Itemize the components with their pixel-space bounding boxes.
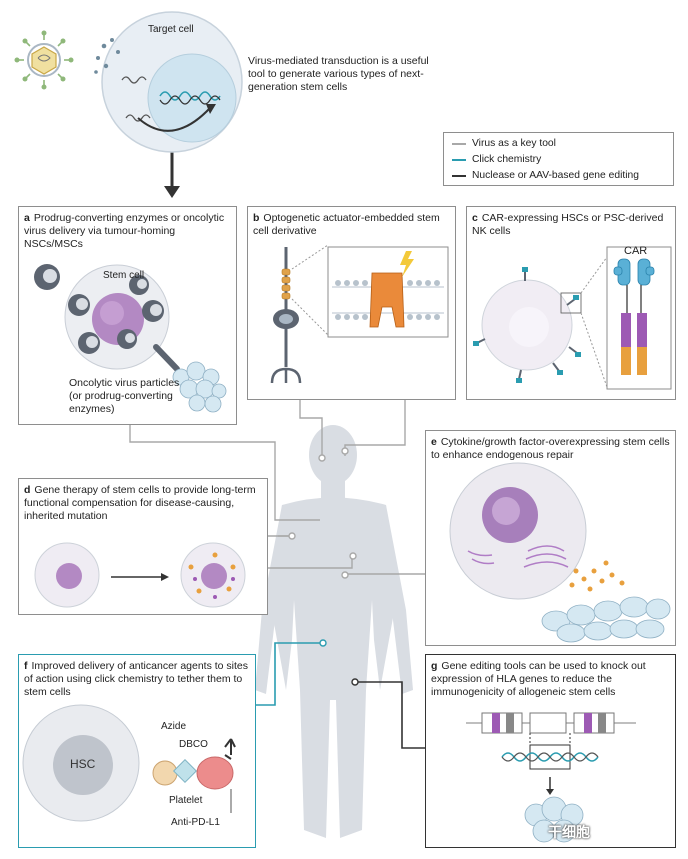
panel-d-illustration <box>34 542 246 608</box>
legend-item-virus: Virus as a key tool <box>452 138 556 149</box>
virus-icon <box>14 30 74 90</box>
target-cell-icon <box>94 11 243 153</box>
platelet-label: Platelet <box>169 795 203 806</box>
legend-item-editing: Nuclease or AAV-based gene editing <box>452 170 639 181</box>
top-caption: Virus-mediated transduction is a useful … <box>248 55 429 93</box>
antibody-label: Anti-PD-L1 <box>171 817 220 828</box>
panel-e-illustration <box>449 462 671 643</box>
panel-c-illustration <box>473 246 672 390</box>
stem-cell-label: Stem cell <box>103 270 145 281</box>
car-label: CAR <box>624 245 648 257</box>
target-cell-label: Target cell <box>148 24 194 35</box>
dbco-label: DBCO <box>179 739 208 750</box>
human-body-silhouette <box>255 425 413 838</box>
legend: Virus as a key tool Click chemistry Nucl… <box>443 132 674 186</box>
azide-label: Azide <box>161 721 187 732</box>
watermark-text: 干细胞 <box>548 824 590 840</box>
panel-g-illustration <box>466 712 636 843</box>
panel-b-illustration <box>270 244 449 384</box>
panel-a-illustration <box>34 264 227 413</box>
oncolytic-label: Oncolytic virus particles (or prodrug-co… <box>69 377 180 415</box>
panel-f-illustration <box>22 704 236 822</box>
legend-item-click: Click chemistry <box>452 154 541 165</box>
hsc-label: HSC <box>70 757 96 771</box>
